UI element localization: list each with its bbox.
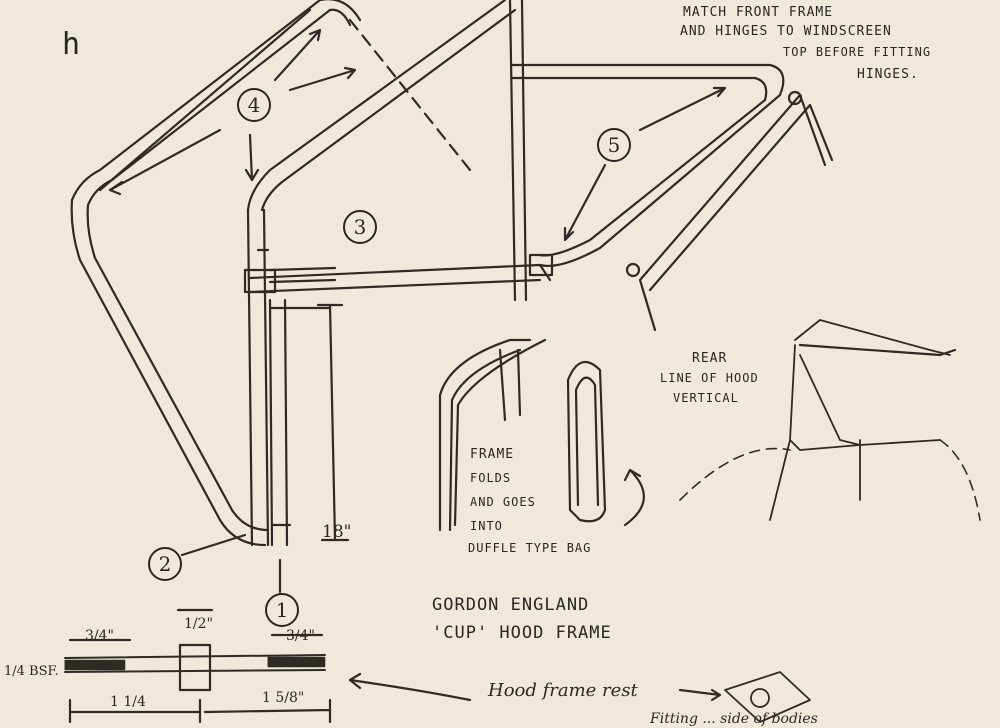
hood-line-dashed [679,439,981,521]
bottom-fragment-note: Fitting ... side of bodies [650,711,818,727]
rest-plate [724,671,811,723]
lower-hinge-pivot [625,262,641,278]
front-post [268,298,292,547]
arrow-4-down [244,133,260,182]
arrow-4-up [273,28,322,82]
callout-3: 3 [343,210,377,244]
folding-note-line-5: DUFFLE TYPE BAG [468,541,592,555]
hood-rest-label: Hood frame rest [488,680,638,701]
fitting-note-line-4: HINGES. [857,67,919,82]
rear-strut [638,93,834,332]
hood-top-line [798,343,957,357]
drawing-title: GORDON ENGLAND [432,595,590,615]
folded-frame [438,338,547,532]
left-length-dimension: 1 1/4 [110,694,146,710]
middle-bow-leg [246,208,270,547]
bag-arrow [623,468,645,527]
detail-dim-lines [68,608,332,724]
rest-arrow [348,672,472,702]
windscreen-dash [348,18,472,172]
callout-1: 1 [265,593,299,627]
height-dimension: 18" [322,522,352,542]
arrow-5-down [563,163,607,242]
folding-note-line-1: FRAME [470,447,515,462]
joint-right [528,253,554,277]
callout-2: 2 [148,547,182,581]
rear-note-line-3: VERTICAL [673,391,739,405]
front-bow-crown [318,0,362,27]
rear-hinge-pivot [787,90,803,106]
leader-2 [180,533,247,557]
front-bow-frame [70,8,312,547]
folding-note-line-4: INTO [470,519,503,533]
rest-arrow-2 [678,688,722,702]
rest-plate-hole [750,688,770,708]
right-sleeve-dimension: 3/4" [286,628,315,644]
center-block [178,643,212,692]
rear-note-line-2: LINE OF HOOD [660,371,759,385]
top-rail [508,0,528,302]
arrow-5-up [638,86,727,132]
arrow-4-right [288,66,357,92]
callout-4: 4 [237,88,271,122]
middle-bow-frame [246,0,517,212]
duffle-bag [566,360,607,523]
left-sleeve [64,659,126,671]
drawing-subtitle: 'CUP' HOOD FRAME [432,623,612,643]
right-sleeve [267,656,326,668]
height-dim-line [268,303,350,542]
hinge-3-mark [268,266,337,284]
folding-note-line-3: AND GOES [470,495,536,509]
rear-note-line-1: REAR [692,351,728,366]
folding-note-line-2: FOLDS [470,471,512,485]
front-bow-top [70,0,332,207]
right-length-dimension: 1 5/8" [262,690,305,706]
top-rail-crossbar [510,63,785,102]
fitting-note-line-2: AND HINGES TO WINDSCREEN [680,24,892,39]
fitting-note-line-1: MATCH FRONT FRAME [683,5,834,20]
corner-mark: h [62,27,81,62]
callout-5: 5 [597,128,631,162]
left-sleeve-dimension: 3/4" [85,628,114,644]
center-block-dimension: 1/2" [184,616,213,632]
rod-detail [64,654,326,673]
fitting-note-line-3: TOP BEFORE FITTING [783,45,932,59]
rod-size-dimension: 1/4 BSF. [4,664,59,679]
hood-side-view [769,319,951,521]
arrow-4-left [108,128,222,196]
